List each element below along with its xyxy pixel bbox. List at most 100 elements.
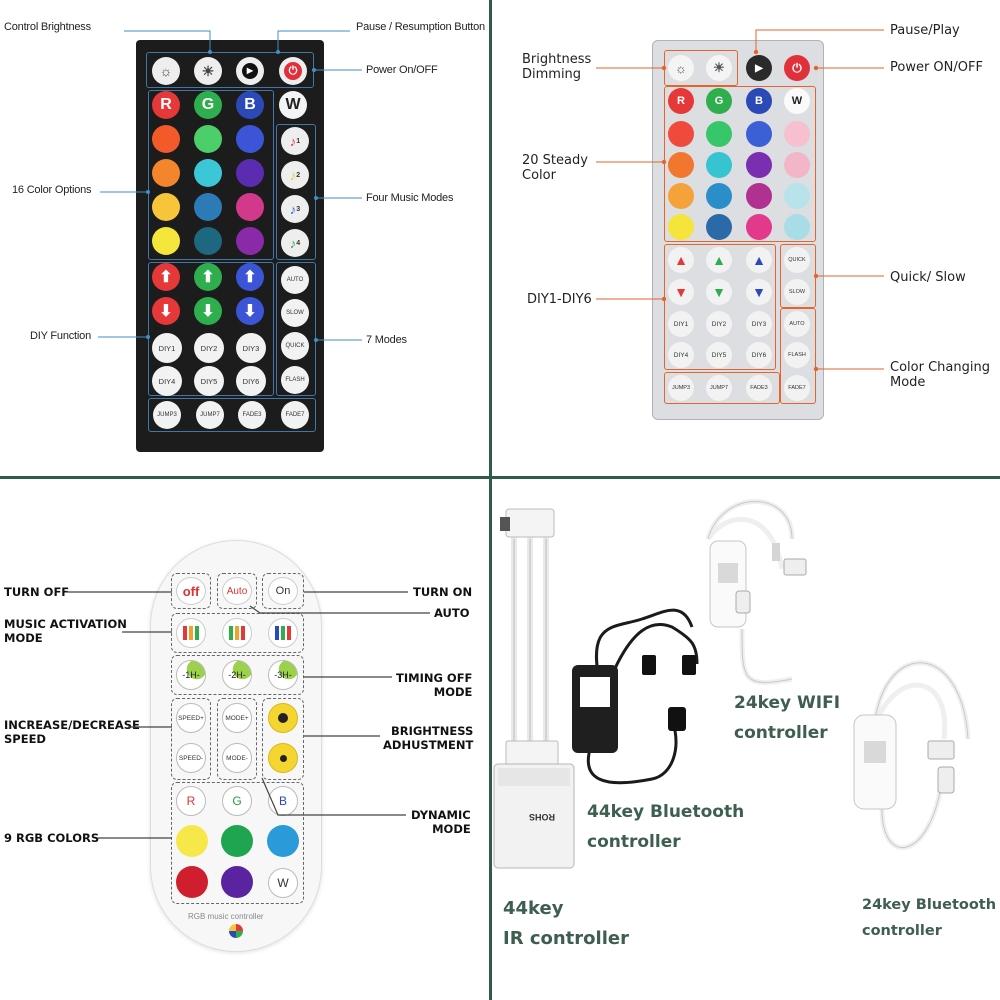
jump7-key[interactable]: JUMP7 bbox=[196, 401, 224, 429]
color-key[interactable] bbox=[194, 125, 222, 153]
key-w[interactable]: W bbox=[279, 91, 307, 119]
fade3-key[interactable]: FADE3 bbox=[238, 401, 266, 429]
brightness-up-button[interactable]: ☀ bbox=[706, 55, 732, 81]
red-down-key[interactable]: ▼ bbox=[668, 279, 694, 305]
auto-key[interactable]: AUTO bbox=[784, 311, 810, 337]
flash-key[interactable]: FLASH bbox=[281, 366, 309, 394]
color-key[interactable] bbox=[746, 121, 772, 147]
quick-key[interactable]: QUICK bbox=[281, 332, 309, 360]
fade7-key[interactable]: FADE7 bbox=[281, 401, 309, 429]
pause-button[interactable]: ▶ bbox=[236, 57, 264, 85]
jump7-key[interactable]: JUMP7 bbox=[706, 375, 732, 401]
fade3-key[interactable]: FADE3 bbox=[746, 375, 772, 401]
diy3-key[interactable]: DIY3 bbox=[746, 311, 772, 337]
color-key[interactable] bbox=[784, 214, 810, 240]
diy2-key[interactable]: DIY2 bbox=[706, 311, 732, 337]
color-key[interactable] bbox=[784, 152, 810, 178]
green-up-key[interactable]: ⬆ bbox=[194, 263, 222, 291]
diy1-key[interactable]: DIY1 bbox=[152, 333, 182, 363]
off-button[interactable]: off bbox=[176, 577, 206, 605]
color-key[interactable] bbox=[668, 183, 694, 209]
color-key[interactable] bbox=[194, 159, 222, 187]
timer-2h-button[interactable]: -2H- bbox=[222, 660, 252, 690]
diy6-key[interactable]: DIY6 bbox=[236, 366, 266, 396]
color-key[interactable] bbox=[746, 152, 772, 178]
speed-up-button[interactable]: SPEED+ bbox=[176, 703, 206, 733]
key-r[interactable]: R bbox=[176, 786, 206, 816]
key-r[interactable]: R bbox=[152, 91, 180, 119]
blue-down-key[interactable]: ▼ bbox=[746, 279, 772, 305]
color-key[interactable] bbox=[221, 866, 253, 898]
key-b[interactable]: B bbox=[746, 88, 772, 114]
diy1-key[interactable]: DIY1 bbox=[668, 311, 694, 337]
diy6-key[interactable]: DIY6 bbox=[746, 342, 772, 368]
color-key[interactable] bbox=[236, 159, 264, 187]
green-up-key[interactable]: ▲ bbox=[706, 247, 732, 273]
color-key[interactable] bbox=[784, 121, 810, 147]
diy5-key[interactable]: DIY5 bbox=[706, 342, 732, 368]
diy3-key[interactable]: DIY3 bbox=[236, 333, 266, 363]
blue-up-key[interactable]: ⬆ bbox=[236, 263, 264, 291]
color-key[interactable] bbox=[236, 227, 264, 255]
color-key[interactable] bbox=[267, 825, 299, 857]
red-up-key[interactable]: ▲ bbox=[668, 247, 694, 273]
color-key[interactable] bbox=[152, 227, 180, 255]
color-key[interactable] bbox=[236, 125, 264, 153]
diy5-key[interactable]: DIY5 bbox=[194, 366, 224, 396]
flash-key[interactable]: FLASH bbox=[784, 342, 810, 368]
brightness-down-button[interactable] bbox=[268, 743, 298, 773]
music-3-button[interactable] bbox=[268, 618, 298, 648]
key-w[interactable]: W bbox=[268, 868, 298, 898]
color-key[interactable] bbox=[706, 121, 732, 147]
on-button[interactable]: On bbox=[268, 577, 298, 605]
power-button[interactable]: ⏻ bbox=[279, 57, 307, 85]
brightness-up-button[interactable] bbox=[268, 703, 298, 733]
color-key[interactable] bbox=[176, 825, 208, 857]
mode-up-button[interactable]: MODE+ bbox=[222, 703, 252, 733]
key-g[interactable]: G bbox=[706, 88, 732, 114]
color-key[interactable] bbox=[706, 183, 732, 209]
timer-3h-button[interactable]: -3H- bbox=[268, 660, 298, 690]
music-4-key[interactable]: ♪4 bbox=[281, 229, 309, 257]
pause-play-button[interactable]: ▶ bbox=[746, 55, 772, 81]
green-down-key[interactable]: ⬇ bbox=[194, 297, 222, 325]
key-g[interactable]: G bbox=[194, 91, 222, 119]
speed-down-button[interactable]: SPEED- bbox=[176, 743, 206, 773]
slow-key[interactable]: SLOW bbox=[784, 279, 810, 305]
mode-down-button[interactable]: MODE- bbox=[222, 743, 252, 773]
music-2-key[interactable]: ♪2 bbox=[281, 161, 309, 189]
blue-down-key[interactable]: ⬇ bbox=[236, 297, 264, 325]
color-key[interactable] bbox=[746, 214, 772, 240]
timer-1h-button[interactable]: -1H- bbox=[176, 660, 206, 690]
quick-key[interactable]: QUICK bbox=[784, 247, 810, 273]
music-1-key[interactable]: ♪1 bbox=[281, 127, 309, 155]
color-key[interactable] bbox=[706, 152, 732, 178]
power-button[interactable]: ⏻ bbox=[784, 55, 810, 81]
music-3-key[interactable]: ♪3 bbox=[281, 195, 309, 223]
fade7-key[interactable]: FADE7 bbox=[784, 375, 810, 401]
key-r[interactable]: R bbox=[668, 88, 694, 114]
jump3-key[interactable]: JUMP3 bbox=[668, 375, 694, 401]
red-up-key[interactable]: ⬆ bbox=[152, 263, 180, 291]
brightness-up-button[interactable]: ☀ bbox=[194, 57, 222, 85]
jump3-key[interactable]: JUMP3 bbox=[153, 401, 181, 429]
diy4-key[interactable]: DIY4 bbox=[152, 366, 182, 396]
red-down-key[interactable]: ⬇ bbox=[152, 297, 180, 325]
music-1-button[interactable] bbox=[176, 618, 206, 648]
color-key[interactable] bbox=[668, 152, 694, 178]
diy2-key[interactable]: DIY2 bbox=[194, 333, 224, 363]
color-key[interactable] bbox=[668, 121, 694, 147]
color-key[interactable] bbox=[194, 193, 222, 221]
color-key[interactable] bbox=[152, 193, 180, 221]
color-key[interactable] bbox=[784, 183, 810, 209]
blue-up-key[interactable]: ▲ bbox=[746, 247, 772, 273]
brightness-down-button[interactable]: ☼ bbox=[152, 57, 180, 85]
color-key[interactable] bbox=[221, 825, 253, 857]
key-b[interactable]: B bbox=[236, 91, 264, 119]
slow-key[interactable]: SLOW bbox=[281, 299, 309, 327]
color-key[interactable] bbox=[152, 159, 180, 187]
music-2-button[interactable] bbox=[222, 618, 252, 648]
brightness-down-button[interactable]: ☼ bbox=[668, 55, 694, 81]
key-g[interactable]: G bbox=[222, 786, 252, 816]
color-key[interactable] bbox=[746, 183, 772, 209]
